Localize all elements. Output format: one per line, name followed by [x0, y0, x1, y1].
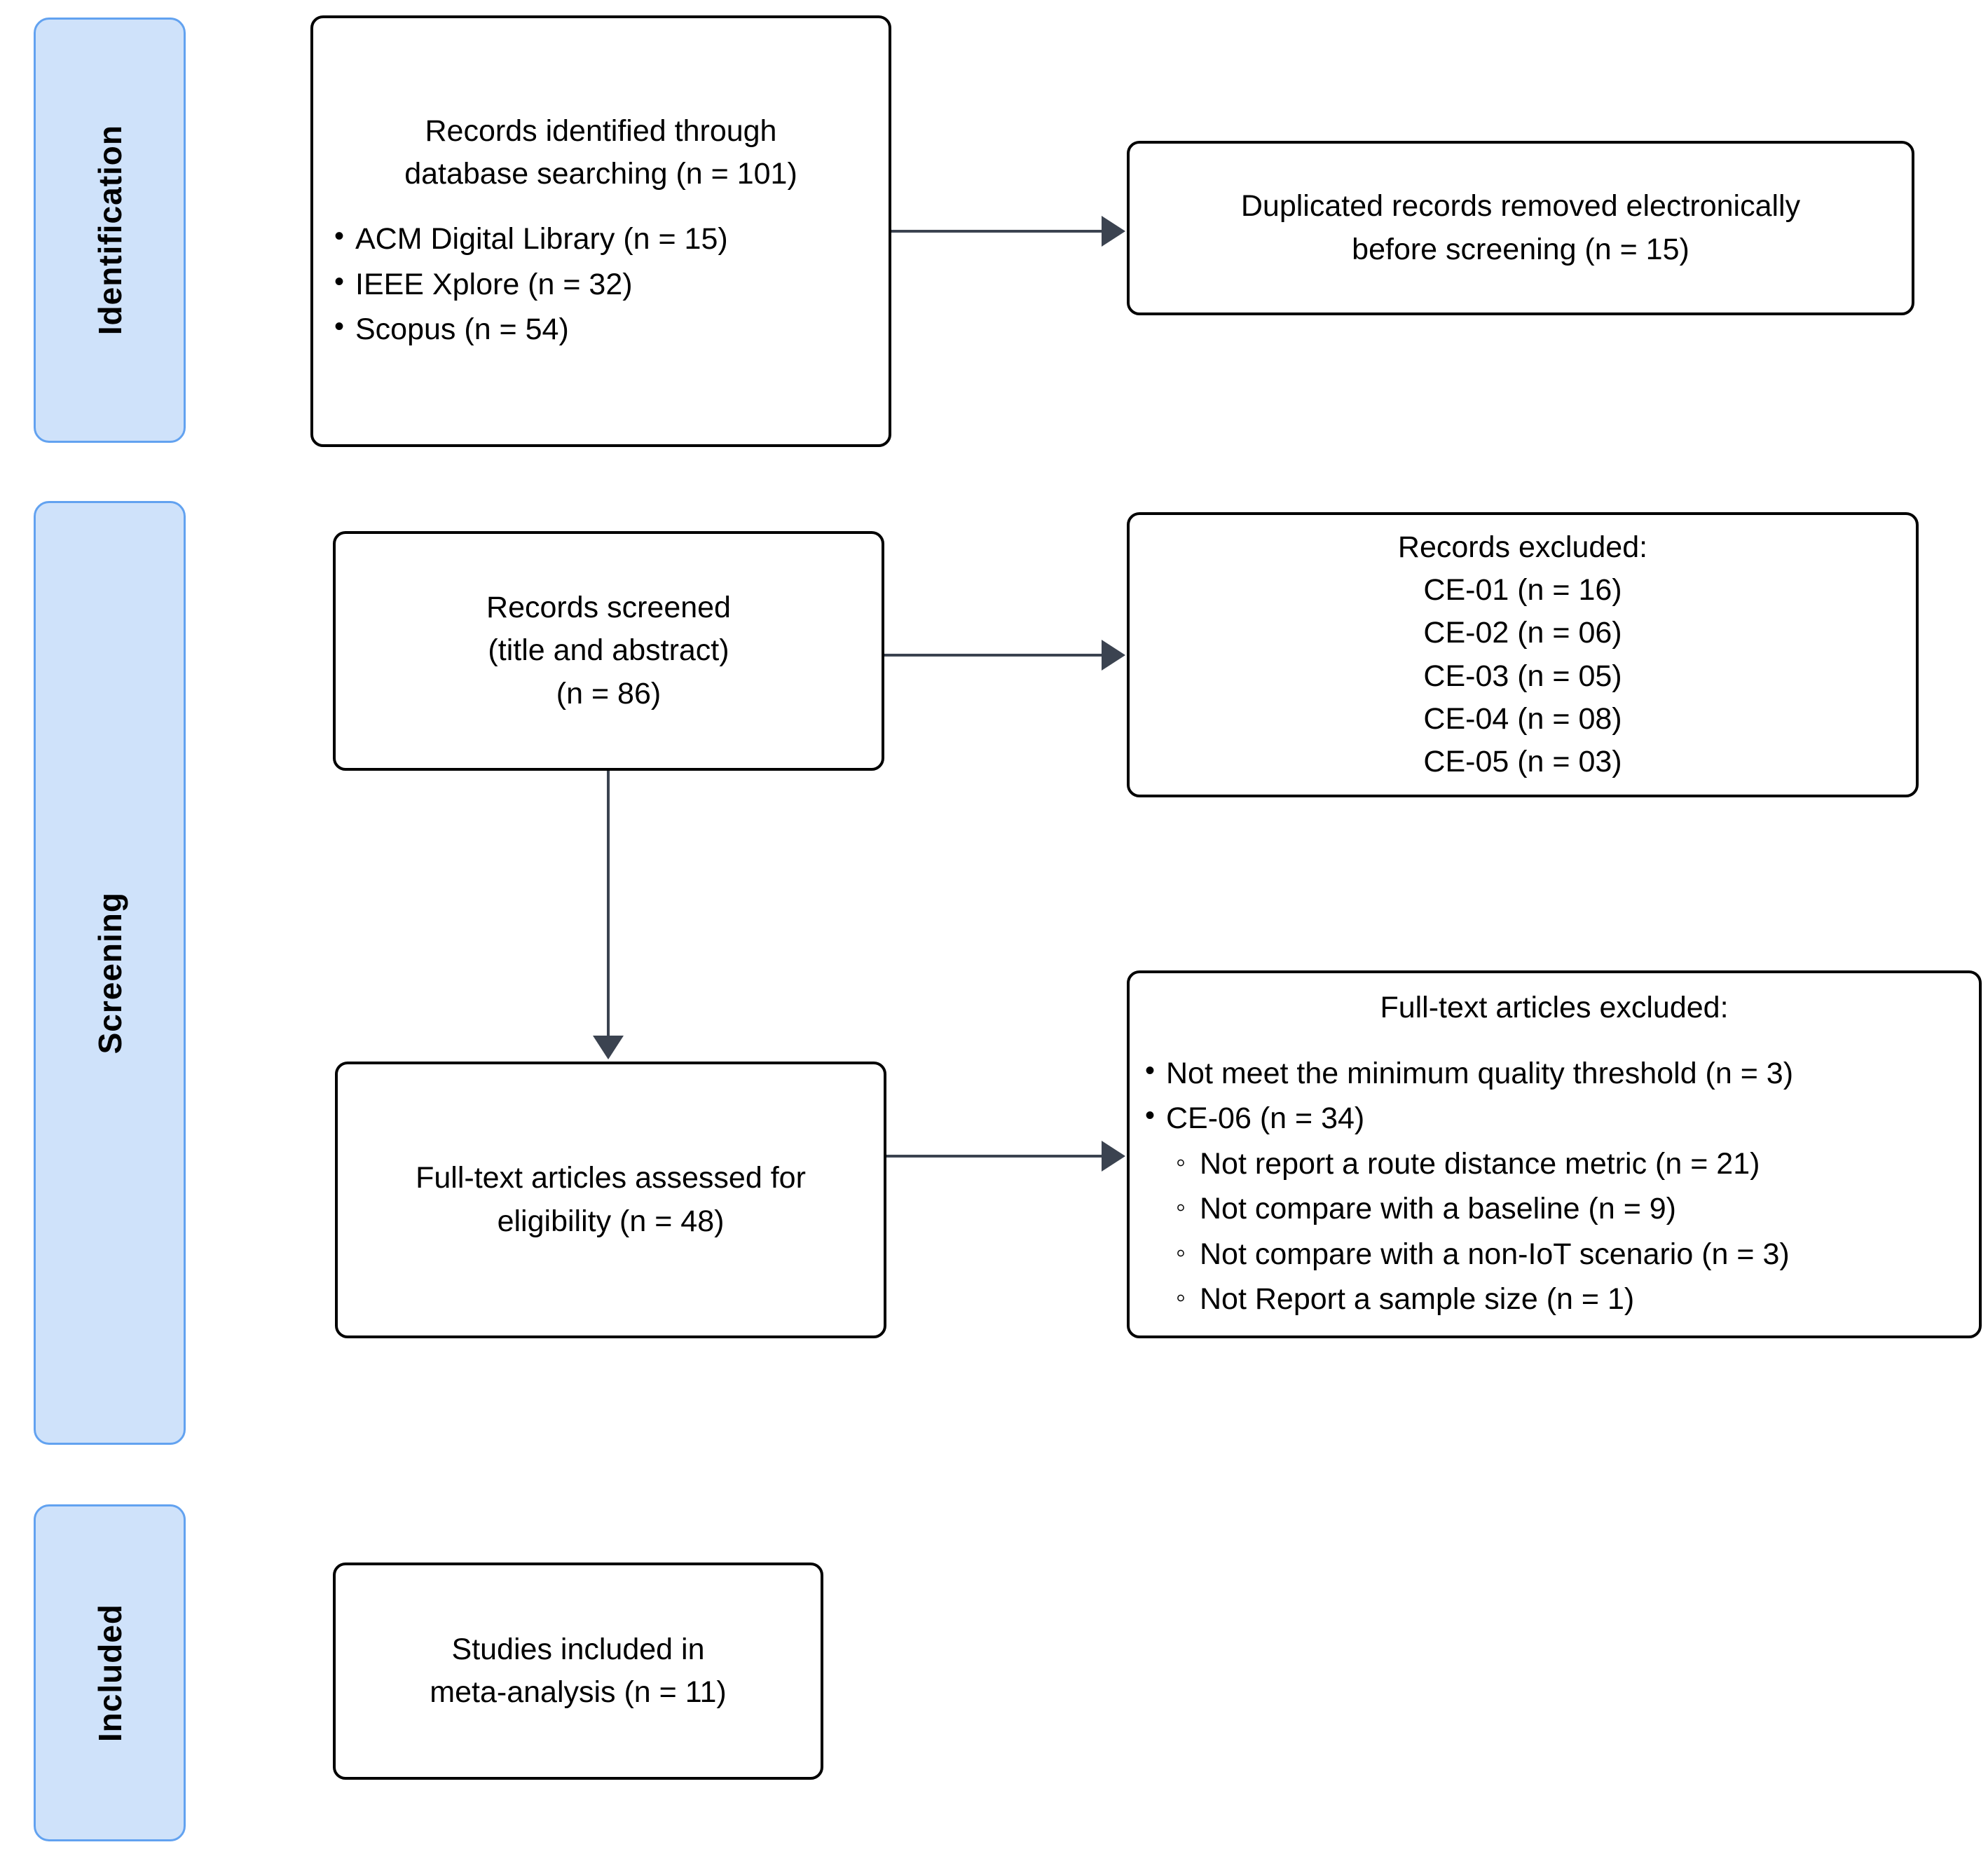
box-duplicates-removed: Duplicated records removed electronicall… [1127, 141, 1914, 315]
fulltext-excluded-heading: Full-text articles excluded: [1380, 991, 1729, 1025]
spacer [1142, 1030, 1966, 1051]
records-excluded-item: CE-05 (n = 03) [1423, 744, 1622, 778]
stage-bar-included: Included [34, 1504, 186, 1841]
list-item: IEEE Xplore (n = 32) [331, 261, 870, 308]
records-excluded-heading: Records excluded: [1397, 530, 1648, 565]
records-identified-headline-1: Records identified through [425, 114, 777, 149]
list-item: Not compare with a non-IoT scenario (n =… [1176, 1232, 1966, 1277]
fulltext-assessed-line-2: eligibility (n = 48) [497, 1204, 725, 1238]
stage-bar-identification: Identification [34, 18, 186, 443]
records-excluded-item: CE-02 (n = 06) [1423, 616, 1622, 650]
arrow-head-icon [1102, 216, 1125, 247]
records-screened-line-3: (n = 86) [556, 676, 661, 710]
records-excluded-item: CE-03 (n = 05) [1423, 659, 1622, 693]
box-studies-included: Studies included in meta-analysis (n = 1… [333, 1563, 823, 1780]
list-item: Scopus (n = 54) [331, 305, 870, 352]
connector-line [607, 771, 610, 1038]
fulltext-excluded-subreason-list: Not report a route distance metric (n = … [1142, 1141, 1966, 1322]
arrow-head-icon [593, 1036, 624, 1059]
spacer [331, 195, 870, 217]
stage-label-screening: Screening [91, 891, 128, 1055]
list-item: Not meet the minimum quality threshold (… [1142, 1050, 1966, 1097]
box-records-identified: Records identified through database sear… [310, 15, 891, 447]
arrow-head-icon [1102, 1141, 1125, 1172]
records-screened-line-2: (title and abstract) [488, 633, 729, 668]
studies-included-line-2: meta-analysis (n = 11) [430, 1675, 727, 1709]
records-identified-source-list: ACM Digital Library (n = 15) IEEE Xplore… [331, 215, 870, 352]
box-fulltext-excluded: Full-text articles excluded: Not meet th… [1127, 970, 1982, 1338]
duplicates-removed-line-1: Duplicated records removed electronicall… [1240, 189, 1801, 224]
fulltext-excluded-reason-list: Not meet the minimum quality threshold (… [1142, 1050, 1966, 1141]
duplicates-removed-line-2: before screening (n = 15) [1352, 232, 1689, 266]
connector-line [884, 654, 1102, 657]
stage-label-included: Included [91, 1603, 128, 1743]
studies-included-line-1: Studies included in [451, 1632, 705, 1666]
list-item: ACM Digital Library (n = 15) [331, 215, 870, 262]
stage-label-identification: Identification [91, 125, 128, 336]
records-screened-line-1: Records screened [486, 591, 731, 625]
arrow-head-icon [1102, 640, 1125, 671]
box-fulltext-assessed: Full-text articles assessed for eligibil… [335, 1062, 886, 1338]
records-excluded-item: CE-04 (n = 08) [1423, 701, 1622, 736]
connector-line [891, 230, 1102, 233]
box-records-excluded: Records excluded: CE-01 (n = 16) CE-02 (… [1127, 512, 1919, 797]
box-records-screened: Records screened (title and abstract) (n… [333, 531, 884, 771]
list-item: Not Report a sample size (n = 1) [1176, 1277, 1966, 1322]
connector-line [886, 1155, 1102, 1158]
fulltext-assessed-line-1: Full-text articles assessed for [416, 1161, 806, 1195]
records-identified-headline-2: database searching (n = 101) [404, 157, 797, 191]
list-item: CE-06 (n = 34) [1142, 1094, 1966, 1141]
list-item: Not compare with a baseline (n = 9) [1176, 1186, 1966, 1232]
list-item: Not report a route distance metric (n = … [1176, 1141, 1966, 1187]
stage-bar-screening: Screening [34, 501, 186, 1445]
records-excluded-item: CE-01 (n = 16) [1423, 573, 1622, 607]
